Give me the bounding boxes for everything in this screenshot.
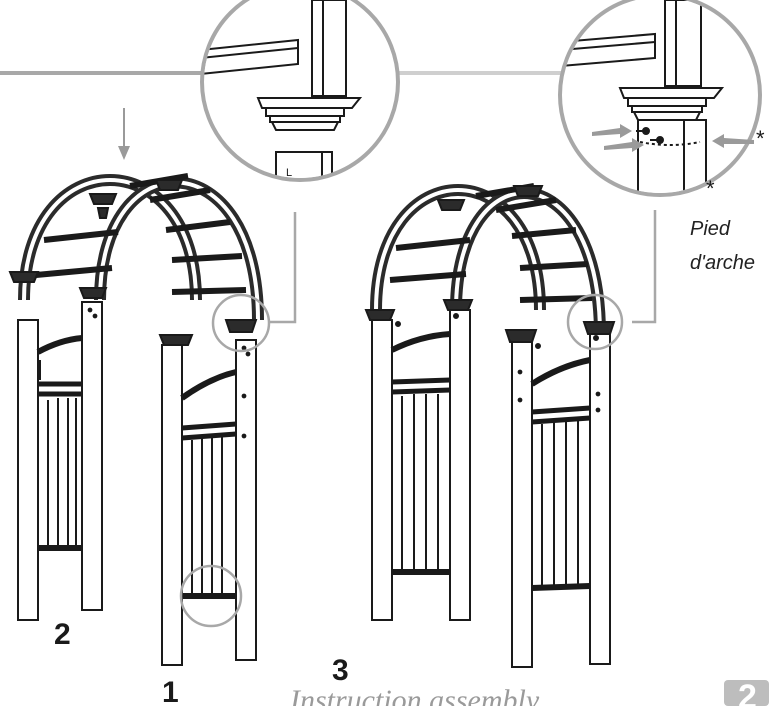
callout-line-1 bbox=[270, 212, 297, 324]
foot-label-line1: Pied bbox=[690, 218, 731, 240]
arbor-assembled bbox=[364, 183, 616, 668]
callout-line-2 bbox=[632, 210, 657, 324]
joint-highlight-1 bbox=[211, 293, 271, 353]
footer-cut-text: Instruction assembly... bbox=[290, 684, 560, 706]
asterisk-note-1: * bbox=[756, 126, 765, 151]
step-3-label: 3 bbox=[332, 654, 349, 687]
joint-highlight-bottom bbox=[179, 564, 243, 628]
post-marker-L: L bbox=[286, 167, 292, 179]
asterisk-note-2: * bbox=[706, 176, 715, 201]
page-number: 2 bbox=[738, 678, 757, 706]
magnifier-1 bbox=[200, 0, 400, 182]
page-tab bbox=[724, 680, 769, 706]
step-2-label: 2 bbox=[54, 618, 71, 651]
arbor-exploded bbox=[8, 173, 264, 666]
down-arrow-icon bbox=[118, 108, 130, 160]
joint-highlight-2 bbox=[566, 293, 624, 351]
step-1-label: 1 bbox=[162, 676, 179, 706]
foot-label-line2: d'arche bbox=[690, 252, 755, 274]
magnifier-2 bbox=[558, 0, 762, 197]
